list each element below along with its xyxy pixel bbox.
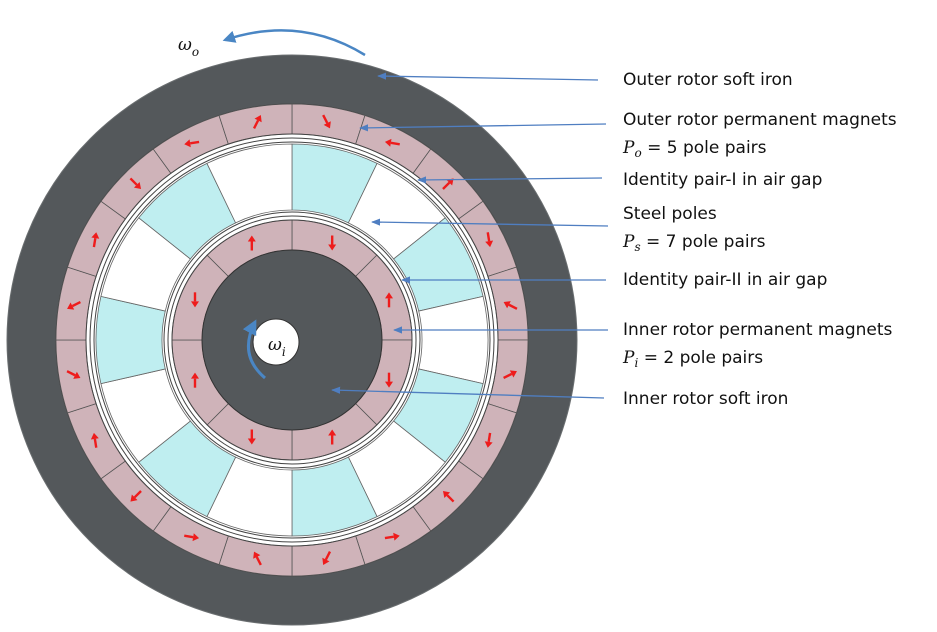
outer-magnet-arrow-head	[73, 371, 81, 379]
air-gap-line-outer	[93, 141, 491, 539]
outer-magnet-arrow-head	[192, 533, 200, 542]
outer-magnet-arrow-shaft	[487, 432, 492, 443]
label-outer-soft-iron: Outer rotor soft iron	[623, 70, 793, 90]
outer-magnet-arrow-head	[322, 557, 330, 565]
label-outer-magnets: Outer rotor permanent magnets	[623, 110, 897, 130]
leader-identity-pair-1	[417, 176, 603, 184]
outer-magnet-arrow-shaft	[133, 490, 142, 499]
omega-inner-symbol: ωi	[268, 335, 286, 359]
omega-outer-symbol: ωo	[178, 35, 199, 59]
outer-magnet-inner-edge	[85, 133, 499, 547]
leader-inner-soft-iron	[331, 386, 605, 399]
label-outer-pole-pairs: Po = 5 pole pairs	[622, 138, 767, 160]
outer-magnet-arrow-shaft	[324, 551, 332, 561]
outer-magnet-arrow-head	[384, 138, 392, 147]
inner-rotation-arrow	[242, 319, 266, 380]
outer-magnet-arrow-head	[485, 240, 494, 248]
outer-magnet-arrow-head	[130, 494, 138, 502]
leader-outer-soft-iron	[377, 72, 599, 81]
outer-magnet-arrow-head	[253, 551, 261, 559]
outer-magnet-arrow-shaft	[255, 556, 262, 566]
outer-magnet-arrow-head	[393, 532, 400, 541]
outer-magnet-arrow-shaft	[184, 534, 194, 539]
air-gap-line-inner	[163, 211, 421, 469]
outer-magnet-arrow-shaft	[252, 119, 260, 129]
label-inner-soft-iron: Inner rotor soft iron	[623, 389, 788, 409]
outer-magnet-arrow-shaft	[322, 114, 329, 124]
outer-magnet-arrow-head	[503, 301, 511, 309]
outer-magnet-arrow-shaft	[71, 300, 81, 308]
outer-magnet-arrow-head	[91, 232, 100, 239]
outer-magnet-arrow-head	[254, 115, 262, 123]
outer-magnet-arrow-head	[484, 441, 493, 448]
outer-magnet-arrow-head	[442, 490, 451, 499]
outer-magnet-arrow-shaft	[92, 237, 97, 248]
outer-magnet-arrow-shaft	[384, 535, 395, 540]
label-steel-pole-pairs: Ps = 7 pole pairs	[622, 232, 766, 254]
inner-magnet-arrow-head	[247, 235, 256, 242]
outer-magnet-arrow-shaft	[508, 303, 518, 310]
inner-magnet-arrow-head	[190, 372, 199, 379]
inner-magnet-arrow-head	[247, 438, 256, 445]
outer-magnet-arrow-head	[67, 302, 75, 310]
outer-magnet-arrow-head	[509, 370, 517, 378]
label-steel-poles: Steel poles	[623, 204, 717, 224]
outer-magnet-arrow-shaft	[503, 372, 513, 380]
outer-magnet-arrow-shaft	[442, 181, 451, 190]
inner-magnet-arrow-head	[385, 292, 394, 299]
label-identity-pair-1: Identity pair-I in air gap	[623, 170, 822, 190]
inner-magnet-arrow-head	[385, 381, 394, 388]
leader-steel-poles	[371, 218, 609, 227]
steel-pole-segment	[418, 295, 489, 385]
shaft-hole	[252, 318, 300, 366]
outer-magnet-arrow-shaft	[93, 438, 98, 448]
outer-magnet-arrow-shaft	[390, 141, 400, 146]
leader-lines	[331, 72, 609, 399]
steel-poles	[95, 143, 489, 537]
inner-magnet-outer-edge	[171, 219, 413, 461]
outer-magnet-arrow-head	[323, 121, 331, 129]
outer-magnet-arrow-shaft	[189, 140, 200, 145]
steel-pole-segment	[206, 143, 293, 224]
label-inner-pole-pairs: Pi = 2 pole pairs	[622, 348, 763, 370]
label-inner-magnets: Inner rotor permanent magnets	[623, 320, 893, 340]
outer-magnet-arrow-head	[90, 432, 99, 440]
outer-rotation-arrow	[222, 29, 366, 57]
outer-magnet-arrow-shaft	[446, 494, 455, 503]
inner-magnet-arrow-head	[190, 301, 199, 308]
outer-magnet-arrow-shaft	[486, 232, 491, 242]
inner-magnet-arrow-head	[328, 244, 337, 251]
steel-pole-segment	[95, 295, 166, 385]
outer-magnet-arrow-head	[133, 181, 142, 190]
outer-magnet-arrow-shaft	[129, 177, 138, 186]
outer-magnet-arrow-head	[184, 139, 191, 148]
outer-magnet-arrow-shaft	[66, 370, 76, 377]
leader-outer-magnets	[359, 123, 607, 132]
gear-cross-section	[6, 54, 578, 626]
inner-magnet-arrow-head	[328, 429, 337, 436]
label-identity-pair-2: Identity pair-II in air gap	[623, 270, 827, 290]
